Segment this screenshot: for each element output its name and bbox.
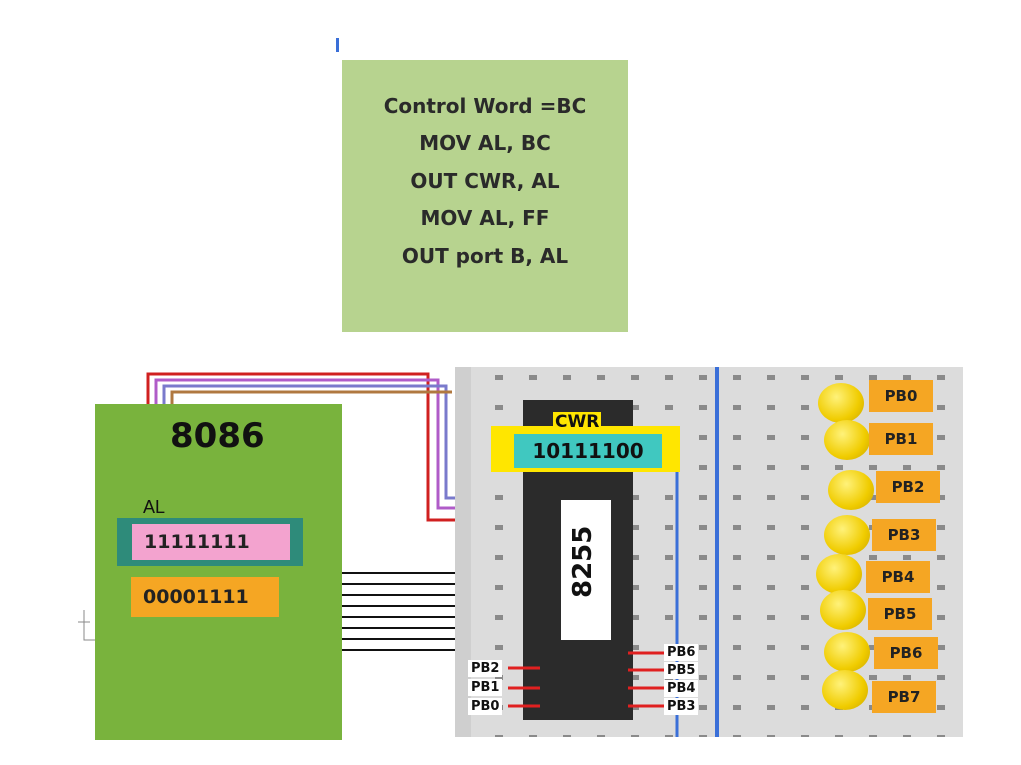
pin-label-pb4: PB4 bbox=[664, 680, 699, 697]
mask-register-value: 00001111 bbox=[131, 577, 279, 617]
pin-label-pb5: PB5 bbox=[664, 662, 699, 679]
led-pb7 bbox=[822, 670, 868, 710]
port-tag-pb7: PB7 bbox=[872, 681, 936, 713]
cwr-value: 10111100 bbox=[514, 434, 662, 468]
pin-label-pb3: PB3 bbox=[664, 698, 699, 715]
pin-label-pb6: PB6 bbox=[664, 644, 699, 661]
code-line-control-word: Control Word =BC bbox=[383, 94, 587, 118]
port-tag-pb5: PB5 bbox=[868, 598, 932, 630]
al-register: 11111111 bbox=[117, 518, 303, 566]
wire-purple bbox=[154, 378, 470, 510]
cursor-mark bbox=[336, 38, 339, 52]
led-pb4 bbox=[816, 554, 862, 594]
led-pb0 bbox=[818, 383, 864, 423]
cpu-title: 8086 bbox=[170, 416, 265, 456]
cpu-board bbox=[95, 404, 342, 740]
schematic-fragment bbox=[78, 610, 95, 641]
port-tag-pb1: PB1 bbox=[869, 423, 933, 455]
al-register-value: 11111111 bbox=[132, 524, 290, 560]
data-bus bbox=[342, 572, 470, 651]
led-pb1 bbox=[824, 420, 870, 460]
wire-red bbox=[146, 372, 470, 522]
pin-label-pb2: PB2 bbox=[468, 660, 503, 677]
led-pb2 bbox=[828, 470, 874, 510]
code-line-out-port-b: OUT port B, AL bbox=[401, 244, 569, 268]
led-pb5 bbox=[820, 590, 866, 630]
code-line-mov-al-bc: MOV AL, BC bbox=[419, 131, 551, 155]
code-box: Control Word =BC MOV AL, BC OUT CWR, AL … bbox=[342, 60, 628, 332]
pin-label-pb0: PB0 bbox=[468, 698, 503, 715]
code-line-out-cwr: OUT CWR, AL bbox=[410, 169, 560, 193]
wire-brown bbox=[170, 390, 452, 404]
wire-blue bbox=[162, 384, 470, 500]
al-label: AL bbox=[143, 497, 166, 517]
port-tag-pb4: PB4 bbox=[866, 561, 930, 593]
cwr-label: CWR bbox=[553, 412, 602, 432]
chip-label-bg bbox=[561, 500, 611, 640]
port-tag-pb3: PB3 bbox=[872, 519, 936, 551]
code-line-mov-al-ff: MOV AL, FF bbox=[420, 206, 550, 230]
led-pb3 bbox=[824, 515, 870, 555]
port-tag-pb2: PB2 bbox=[876, 471, 940, 503]
pin-label-pb1: PB1 bbox=[468, 679, 503, 696]
port-tag-pb6: PB6 bbox=[874, 637, 938, 669]
port-tag-pb0: PB0 bbox=[869, 380, 933, 412]
led-pb6 bbox=[824, 632, 870, 672]
